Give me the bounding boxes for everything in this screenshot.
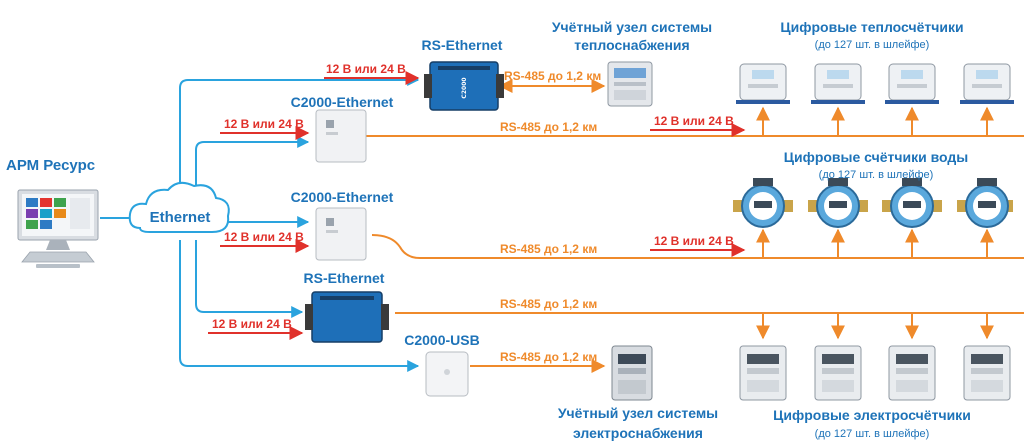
electric-node-title-1: Учётный узел системы xyxy=(558,405,718,421)
c2000-usb-device xyxy=(425,351,469,397)
rs485-lines xyxy=(366,79,1024,373)
rs-ethernet-bottom-label: RS-Ethernet xyxy=(304,270,385,286)
c2000-ethernet-1-label: C2000-Ethernet xyxy=(291,94,394,110)
heat-meter xyxy=(811,63,865,104)
rs-ethernet-top-device: С2000 xyxy=(424,61,504,111)
electric-meter xyxy=(739,345,787,401)
water-meter xyxy=(882,178,942,228)
power-label-5: 12 В или 24 В xyxy=(654,114,734,128)
electric-meter xyxy=(814,345,862,401)
water-meters-row xyxy=(733,178,1013,228)
power-label-1: 12 В или 24 В xyxy=(326,62,406,76)
c2000-usb-label: C2000-USB xyxy=(404,332,479,348)
svg-text:С2000: С2000 xyxy=(461,77,468,98)
power-label-4: 12 В или 24 В xyxy=(212,317,292,331)
c2000-ethernet-2-device xyxy=(315,207,367,261)
workstation-label: АРМ Ресурс xyxy=(6,157,95,174)
heat-meter xyxy=(736,63,790,104)
electric-meter xyxy=(963,345,1011,401)
rs485-label-4: RS-485 до 1,2 км xyxy=(500,297,597,311)
electric-meters-title: Цифровые электросчётчики xyxy=(773,407,971,423)
rs485-label-3: RS-485 до 1,2 км xyxy=(500,242,597,256)
c2000-ethernet-1-device xyxy=(315,109,367,163)
heat-meters-sub: (до 127 шт. в шлейфе) xyxy=(815,39,930,51)
rs485-label-1: RS-485 до 1,2 км xyxy=(504,69,601,83)
electric-supply-node-device xyxy=(611,345,653,401)
power-label-6: 12 В или 24 В xyxy=(654,234,734,248)
heat-meters-title: Цифровые теплосчётчики xyxy=(780,19,963,35)
water-meter xyxy=(957,178,1013,228)
rs485-label-2: RS-485 до 1,2 км xyxy=(500,120,597,134)
heat-meters-row xyxy=(736,63,1014,104)
rs-ethernet-bottom-device xyxy=(305,291,389,343)
ethernet-label: Ethernet xyxy=(150,209,211,226)
water-meters-title: Цифровые счётчики воды xyxy=(784,149,969,165)
workstation-computer xyxy=(17,189,99,268)
heat-meter xyxy=(960,63,1014,104)
rs-ethernet-top-label: RS-Ethernet xyxy=(422,37,503,53)
heat-node-title-1: Учётный узел системы xyxy=(552,19,712,35)
heat-supply-node-device xyxy=(607,61,653,107)
rs485-label-5: RS-485 до 1,2 км xyxy=(500,350,597,364)
water-meter xyxy=(808,178,868,228)
heat-meter xyxy=(885,63,939,104)
electric-meters-sub: (до 127 шт. в шлейфе) xyxy=(815,428,930,440)
water-meters-sub: (до 127 шт. в шлейфе) xyxy=(819,169,934,181)
power-label-3: 12 В или 24 В xyxy=(224,230,304,244)
power-arrows xyxy=(208,71,746,340)
electric-meter xyxy=(888,345,936,401)
c2000-ethernet-2-label: C2000-Ethernet xyxy=(291,189,394,205)
power-label-2: 12 В или 24 В xyxy=(224,117,304,131)
water-meter xyxy=(733,178,793,228)
ethernet-cloud xyxy=(128,181,230,233)
heat-node-title-2: теплоснабжения xyxy=(574,37,689,53)
electric-meters-row xyxy=(739,345,1011,401)
electric-node-title-2: электроснабжения xyxy=(573,425,703,441)
